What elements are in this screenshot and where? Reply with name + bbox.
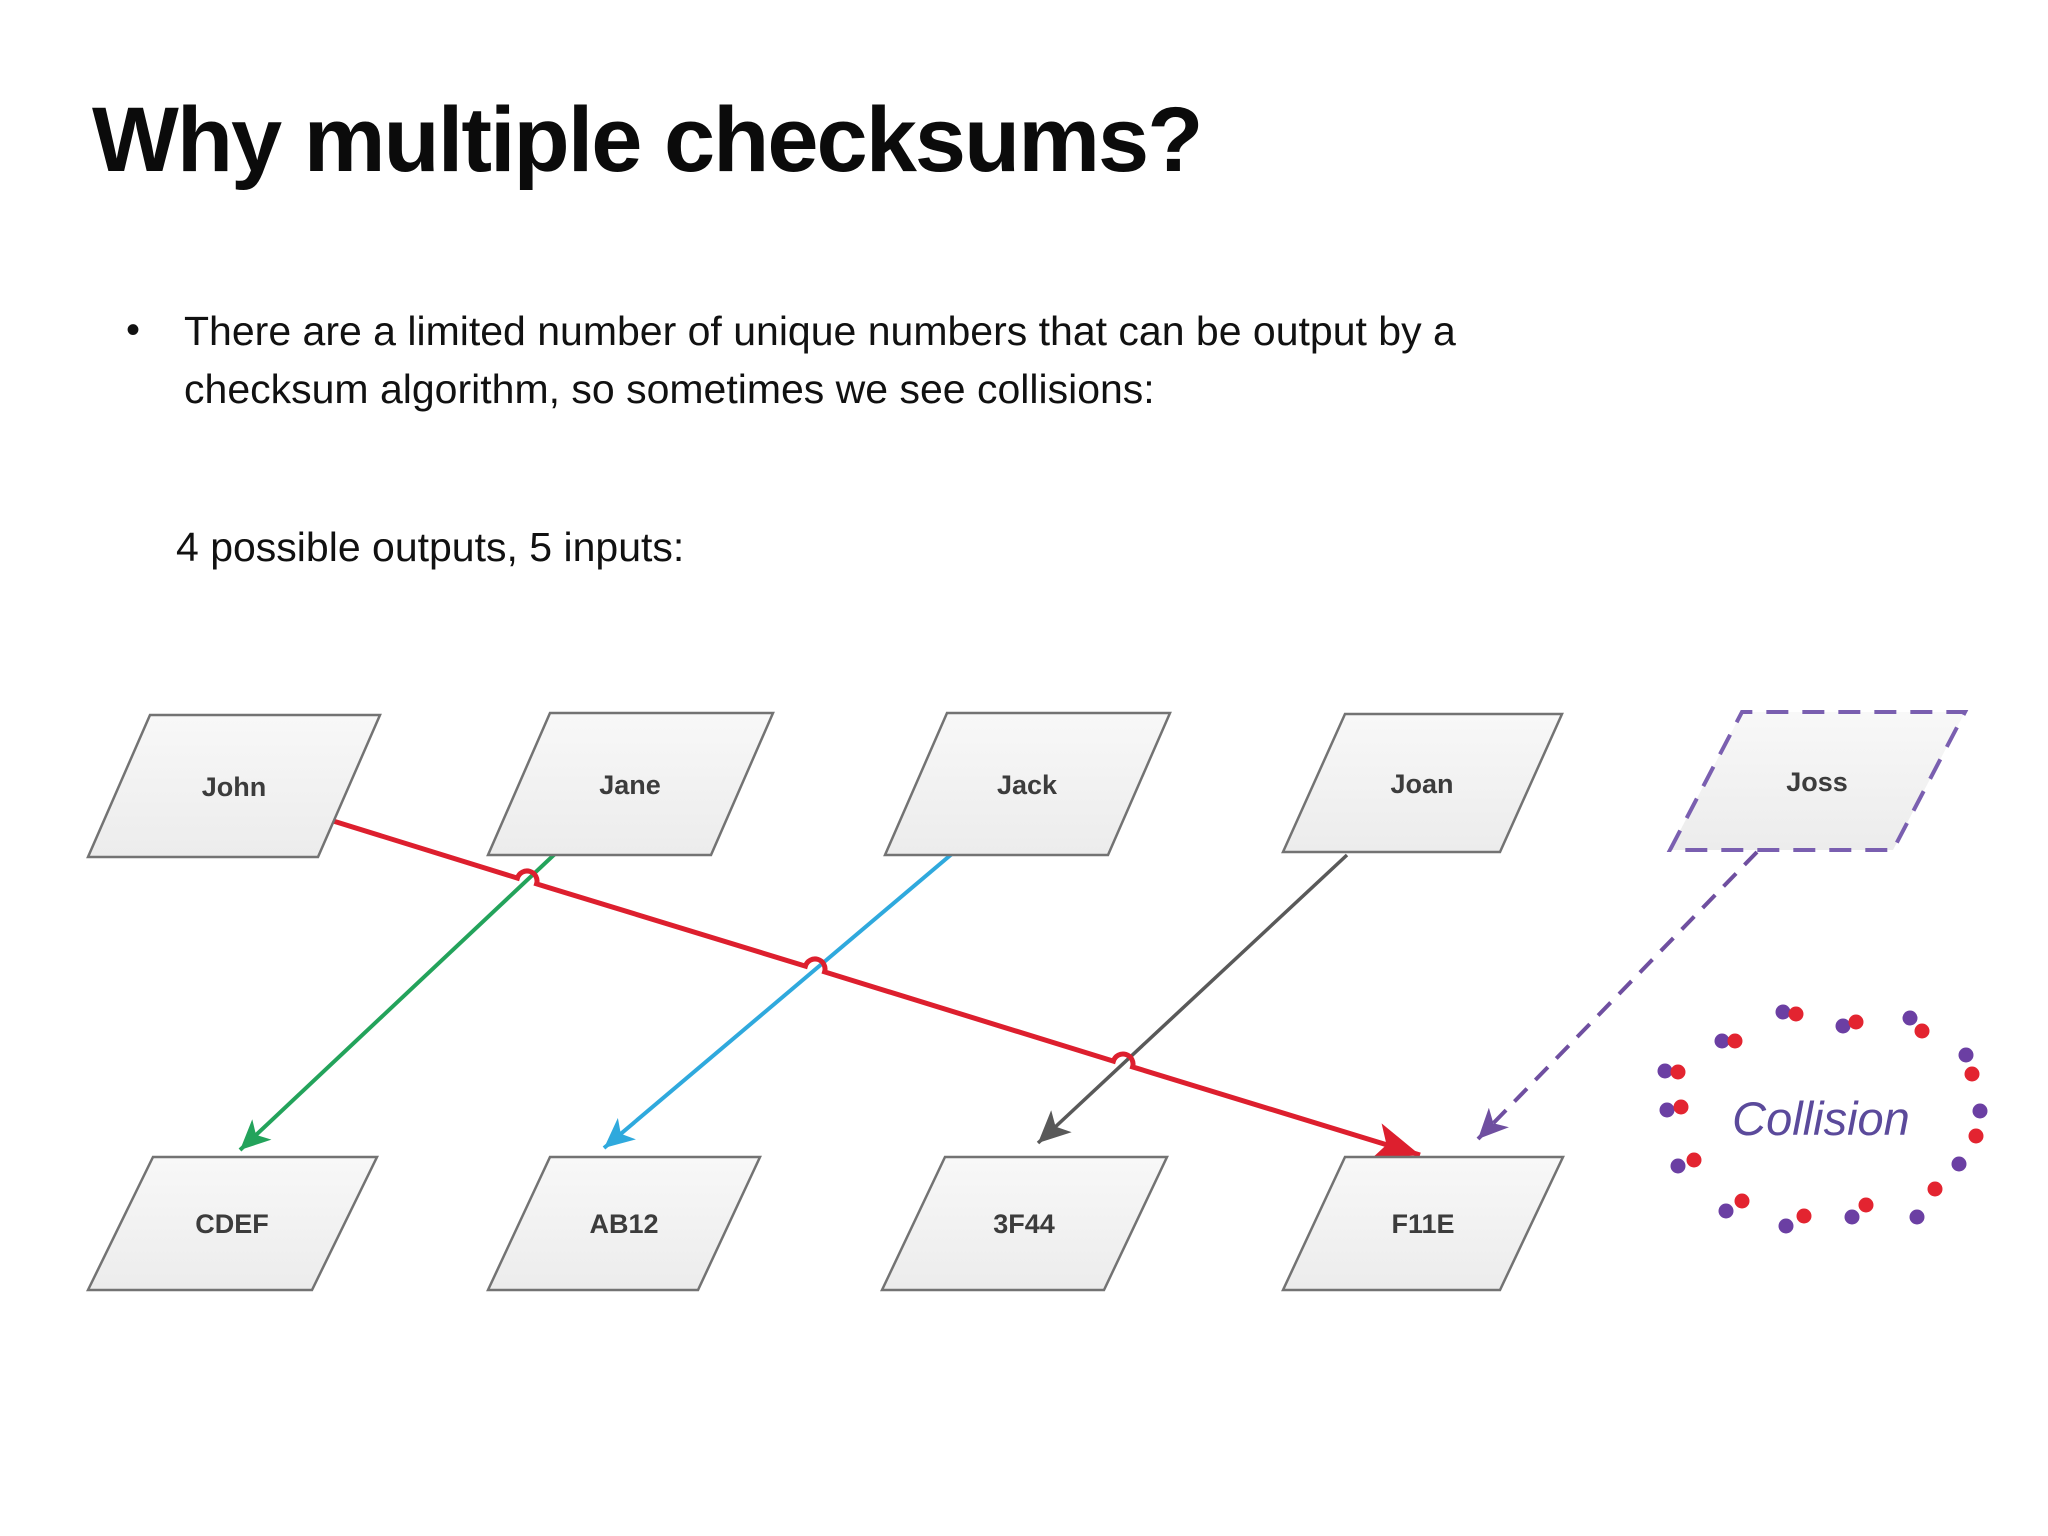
collision-dot bbox=[1968, 1128, 1984, 1144]
collision-dot bbox=[1714, 1033, 1730, 1049]
bullet-marker: • bbox=[126, 308, 141, 352]
collision-dot bbox=[1927, 1181, 1943, 1197]
collision-dot bbox=[1914, 1023, 1930, 1039]
input-label-jack: Jack bbox=[997, 770, 1058, 800]
input-shape-jane bbox=[486, 711, 775, 857]
output-label-cdef: CDEF bbox=[195, 1209, 269, 1239]
output-node-ab12: AB12 bbox=[486, 1155, 762, 1292]
collision-dot bbox=[1670, 1158, 1686, 1174]
edge-joan-3f44 bbox=[1036, 853, 1349, 1145]
collision-dot bbox=[1909, 1209, 1925, 1225]
edge-john-f11e bbox=[329, 817, 1421, 1160]
collision-dot bbox=[1778, 1218, 1794, 1234]
input-shape-joan bbox=[1281, 712, 1564, 854]
input-shape-jack bbox=[883, 711, 1172, 857]
edge-jack-ab12 bbox=[602, 851, 955, 1150]
edge-jane-cdef bbox=[238, 850, 559, 1152]
note-text: 4 possible outputs, 5 inputs: bbox=[176, 524, 685, 570]
input-shape-joss bbox=[1666, 710, 1969, 852]
collision-label: Collision bbox=[1732, 1092, 1910, 1145]
input-label-joan: Joan bbox=[1390, 769, 1453, 799]
collision-dot bbox=[1788, 1006, 1804, 1022]
collision-dot bbox=[1734, 1193, 1750, 1209]
output-shape-3f44 bbox=[880, 1155, 1169, 1292]
input-node-jane: Jane bbox=[486, 711, 775, 857]
output-shape-ab12 bbox=[486, 1155, 762, 1292]
collision-dot bbox=[1835, 1018, 1851, 1034]
input-label-jane: Jane bbox=[599, 770, 661, 800]
collision-dot bbox=[1796, 1208, 1812, 1224]
output-label-3f44: 3F44 bbox=[993, 1209, 1055, 1239]
collision-dot bbox=[1858, 1197, 1874, 1213]
input-node-john: John bbox=[86, 713, 382, 859]
collision-dot bbox=[1951, 1156, 1967, 1172]
collision-dot bbox=[1972, 1103, 1988, 1119]
bullet-item: • There are a limited number of unique n… bbox=[126, 302, 1686, 418]
input-label-john: John bbox=[202, 772, 267, 802]
output-shape-cdef bbox=[85, 1155, 380, 1292]
output-node-f11e: F11E bbox=[1281, 1155, 1565, 1292]
collision-annotation: Collision bbox=[1657, 1004, 1988, 1234]
slide-title: Why multiple checksums? bbox=[92, 89, 1203, 191]
collision-dot bbox=[1657, 1063, 1673, 1079]
output-label-f11e: F11E bbox=[1391, 1209, 1454, 1239]
output-shape-f11e bbox=[1281, 1155, 1565, 1292]
collision-dot bbox=[1848, 1014, 1864, 1030]
collision-dot bbox=[1844, 1209, 1860, 1225]
collision-dots bbox=[1657, 1004, 1988, 1234]
collision-dot bbox=[1902, 1010, 1918, 1026]
input-label-joss: Joss bbox=[1786, 767, 1848, 797]
input-shape-john bbox=[86, 713, 382, 859]
collision-dot bbox=[1673, 1099, 1689, 1115]
edge-joss-f11e bbox=[1476, 850, 1759, 1141]
input-node-joss: Joss bbox=[1666, 710, 1969, 852]
collision-dot bbox=[1958, 1047, 1974, 1063]
output-label-ab12: AB12 bbox=[589, 1209, 658, 1239]
collision-dot bbox=[1670, 1064, 1686, 1080]
collision-dot bbox=[1659, 1102, 1675, 1118]
bullet-text: There are a limited number of unique num… bbox=[184, 302, 1456, 418]
collision-dot bbox=[1718, 1203, 1734, 1219]
bullet-line-2: checksum algorithm, so sometimes we see … bbox=[184, 366, 1155, 413]
collision-dot bbox=[1686, 1152, 1702, 1168]
collision-dot bbox=[1775, 1004, 1791, 1020]
output-node-3f44: 3F44 bbox=[880, 1155, 1169, 1292]
input-node-joan: Joan bbox=[1281, 712, 1564, 854]
input-node-jack: Jack bbox=[883, 711, 1172, 857]
collision-dot bbox=[1964, 1066, 1980, 1082]
bullet-line-1: There are a limited number of unique num… bbox=[184, 308, 1456, 354]
collision-dot bbox=[1727, 1033, 1743, 1049]
output-node-cdef: CDEF bbox=[85, 1155, 380, 1292]
